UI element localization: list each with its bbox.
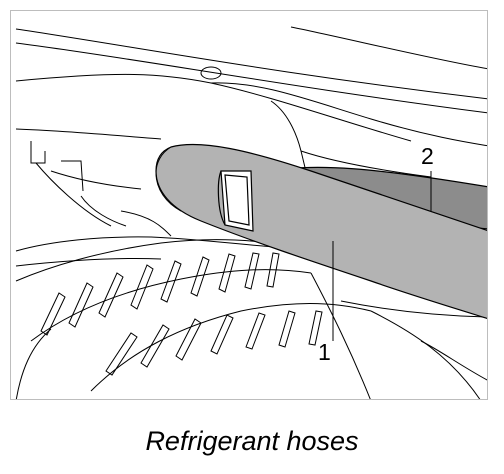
callout-label-2: 2 xyxy=(421,143,434,169)
engine-bay-illustration xyxy=(15,26,487,399)
callout-label-1: 1 xyxy=(318,339,331,365)
right-lower-lines xyxy=(340,300,487,399)
hose-1-end xyxy=(155,146,182,212)
left-structure-lines xyxy=(15,128,302,267)
figure-caption: Refrigerant hoses xyxy=(145,426,359,456)
hose-clip xyxy=(217,170,254,232)
illustration-frame xyxy=(10,10,488,400)
upper-panel-lines xyxy=(15,26,487,217)
